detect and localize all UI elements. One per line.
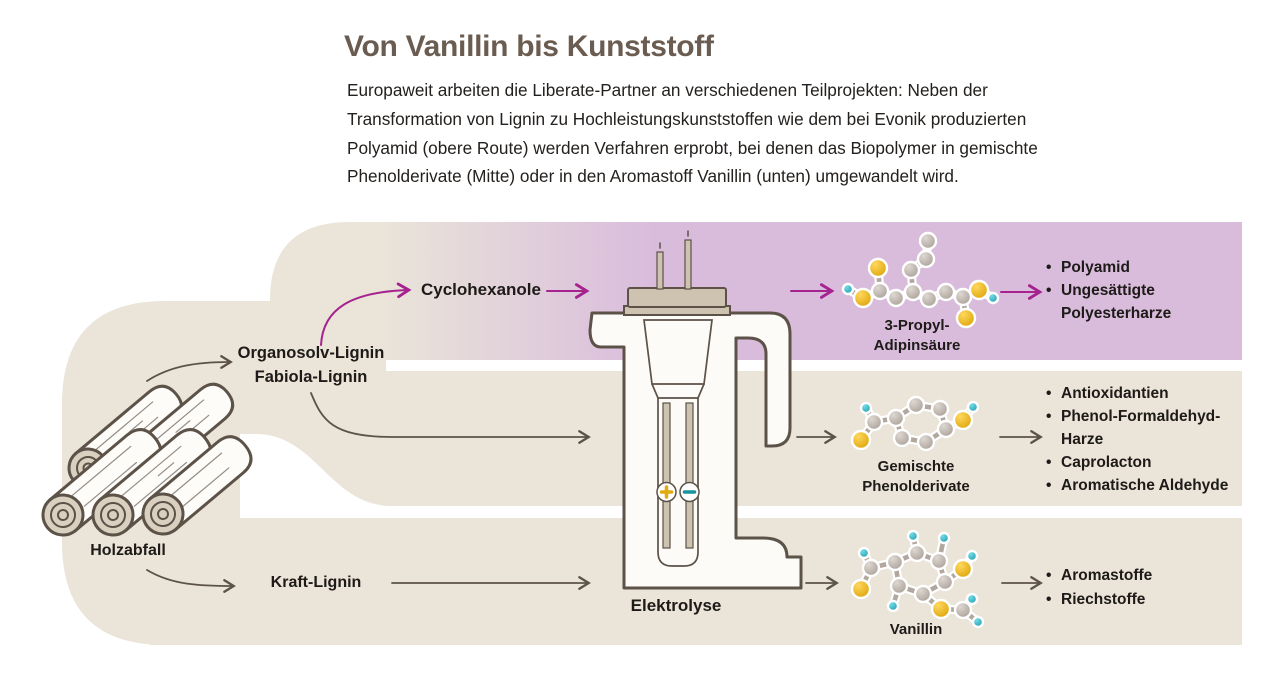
- adipin-label-line2: Adipinsäure: [873, 336, 961, 354]
- electrode-rods: [662, 402, 694, 549]
- intro-paragraph: Europaweit arbeiten die Liberate-Partner…: [347, 76, 1038, 191]
- product-item: Antioxidantien: [1046, 382, 1228, 405]
- product-item: Polyamid: [1046, 256, 1171, 279]
- flow-arrows: [146, 282, 1043, 593]
- vessel-body: [588, 311, 803, 590]
- product-line: Antioxidantien: [1061, 385, 1169, 402]
- phenol-label-line2: Phenolderivate: [862, 477, 970, 495]
- product-line: Riechstoffe: [1061, 591, 1146, 608]
- arrow-organosolv-to-cyclohexanole: [320, 282, 412, 346]
- adipin-label: 3-Propyl- Adipinsäure: [874, 316, 961, 355]
- products-top-list: Polyamid Ungesättigte Polyesterharze: [1046, 256, 1171, 325]
- product-line: Polyamid: [1061, 259, 1130, 276]
- holzabfall-label: Holzabfall: [90, 542, 166, 559]
- product-item: Aromatische Aldehyde: [1046, 474, 1228, 497]
- intro-line: Polyamid (obere Route) werden Verfahren …: [347, 137, 1038, 158]
- products-bottom-list: Aromastoffe Riechstoffe: [1046, 564, 1152, 612]
- kraft-lignin-label: Kraft-Lignin: [270, 574, 362, 591]
- anode-plus-icon: [656, 481, 677, 503]
- adipin-molecule-icon: [841, 231, 1000, 329]
- wood-logs-icon: [41, 382, 253, 537]
- product-item: Aromastoffe: [1046, 564, 1152, 588]
- organosolv-lignin-label: Organosolv-Lignin Fabiola-Lignin: [238, 341, 385, 389]
- product-item: Riechstoffe: [1046, 588, 1152, 612]
- vanillin-label: Vanillin: [889, 621, 943, 638]
- intro-line: Phenolderivate (Mitte) oder in den Aroma…: [347, 166, 959, 187]
- intro-line: Transformation von Lignin zu Hochleistun…: [347, 108, 1027, 129]
- band-middle: [240, 371, 1242, 506]
- product-line: Aromatische Aldehyde: [1061, 477, 1229, 494]
- arrow-logs-to-kraft: [146, 569, 236, 593]
- product-item: Phenol-Formaldehyd- Harze: [1046, 405, 1228, 451]
- blob-left-lobe: [230, 301, 386, 434]
- background-shapes: [62, 222, 1242, 645]
- product-item: Ungesättigte Polyesterharze: [1046, 279, 1171, 325]
- phenol-label-line1: Gemischte: [877, 458, 955, 475]
- arrow-logs-to-organosolv: [146, 355, 233, 382]
- intro-line: Europaweit arbeiten die Liberate-Partner…: [347, 80, 988, 100]
- product-line: Harze: [1061, 431, 1104, 448]
- product-item: Caprolacton: [1046, 451, 1228, 474]
- page-title: Von Vanillin bis Kunststoff: [344, 30, 714, 63]
- elektrolyse-label: Elektrolyse: [630, 596, 722, 615]
- product-line: Ungesättigte: [1061, 282, 1155, 299]
- vessel-cap: [623, 230, 731, 316]
- organosolv-line1: Organosolv-Lignin: [237, 344, 385, 362]
- arrow-organosolv-to-electrolysis: [310, 392, 591, 444]
- fabiola-line2: Fabiola-Lignin: [254, 368, 368, 386]
- vanillin-molecule-icon: [850, 529, 985, 629]
- adipin-label-line1: 3-Propyl-: [884, 317, 950, 334]
- product-line: Phenol-Formaldehyd-: [1061, 408, 1221, 425]
- electrolysis-vessel-icon: [588, 230, 803, 590]
- products-middle-list: Antioxidantien Phenol-Formaldehyd- Harze…: [1046, 382, 1228, 497]
- product-line: Polyesterharze: [1061, 305, 1172, 322]
- phenol-molecule-icon: [850, 395, 980, 452]
- phenol-label: Gemischte Phenolderivate: [862, 457, 970, 496]
- product-line: Caprolacton: [1061, 454, 1152, 471]
- vessel-inner-glass: [643, 319, 713, 567]
- cyclohexanole-label: Cyclohexanole: [421, 280, 541, 299]
- cathode-minus-icon: [679, 481, 700, 503]
- product-line: Aromastoffe: [1061, 567, 1153, 584]
